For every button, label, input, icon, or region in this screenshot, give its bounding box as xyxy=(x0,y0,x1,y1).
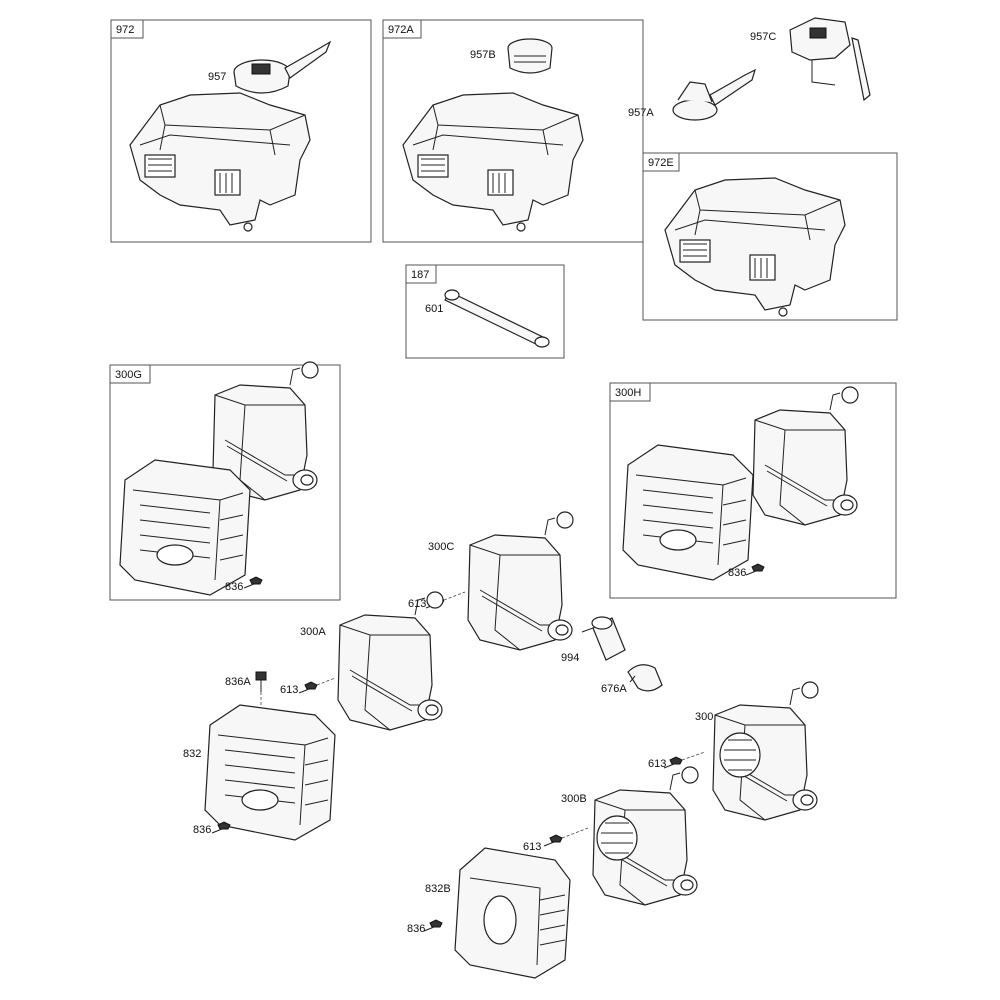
label-836A: 836A xyxy=(225,676,251,688)
clamp-676A xyxy=(627,664,663,692)
label-957: 957 xyxy=(208,71,226,83)
fuel-line-601 xyxy=(444,289,550,348)
guard-832 xyxy=(204,704,336,841)
label-300C: 300C xyxy=(428,541,454,553)
label-300: 300 xyxy=(695,711,713,723)
label-836-300H: 836 xyxy=(728,567,746,579)
spark-arrestor-994 xyxy=(581,616,626,661)
guard-300H xyxy=(622,444,754,581)
assembly-187: 187 601 xyxy=(405,264,565,359)
label-836-832B: 836 xyxy=(407,923,425,935)
screw-613-300A xyxy=(298,681,318,694)
fuel-cap-957B xyxy=(507,38,553,74)
muffler-300 xyxy=(712,681,819,821)
guard-832B xyxy=(454,847,571,979)
screw-836A xyxy=(255,671,267,705)
assembly-972A: 972A 957B xyxy=(382,19,644,243)
muffler-300B xyxy=(592,766,699,906)
screw-613-300 xyxy=(663,756,683,769)
box-label-972E: 972E xyxy=(648,157,674,169)
fuel-tank-972A xyxy=(402,92,584,232)
label-601: 601 xyxy=(425,303,443,315)
label-832B: 832B xyxy=(425,883,451,895)
box-label-187: 187 xyxy=(411,269,429,281)
muffler-300C xyxy=(467,511,574,651)
fuel-tank-972E xyxy=(664,177,846,317)
muffler-300A xyxy=(337,591,444,731)
label-994: 994 xyxy=(561,652,579,664)
muffler-300H xyxy=(752,386,859,526)
assembly-972: 972 957 xyxy=(110,19,372,243)
assembly-300G: 300G 836 xyxy=(109,361,341,601)
assembly-972E: 972E xyxy=(642,152,898,321)
label-300B: 300B xyxy=(561,793,587,805)
screw-836-832B xyxy=(423,919,443,932)
fuel-cap-957 xyxy=(233,40,332,94)
box-label-300H: 300H xyxy=(615,387,641,399)
assembly-300H: 300H 836 xyxy=(609,382,897,599)
box-label-972: 972 xyxy=(116,24,134,36)
fuel-tank-972 xyxy=(129,92,311,232)
label-300A: 300A xyxy=(300,626,326,638)
label-613-300: 613 xyxy=(648,758,666,770)
label-836-300G: 836 xyxy=(225,581,243,593)
box-label-300G: 300G xyxy=(115,369,142,381)
screw-836-300G xyxy=(243,576,263,589)
label-836-832: 836 xyxy=(193,824,211,836)
screw-613-300B xyxy=(543,834,563,847)
fuel-cap-957C xyxy=(789,17,871,102)
guard-300G xyxy=(119,459,251,596)
label-957B: 957B xyxy=(470,49,496,61)
label-613-300A: 613 xyxy=(280,684,298,696)
screw-836-300H xyxy=(745,563,765,576)
label-832: 832 xyxy=(183,748,201,760)
label-613-300B: 613 xyxy=(523,841,541,853)
label-957A: 957A xyxy=(628,107,654,119)
fuel-cap-957A xyxy=(672,68,756,121)
label-957C: 957C xyxy=(750,31,776,43)
box-label-972A: 972A xyxy=(388,24,414,36)
screw-836-832 xyxy=(211,821,231,834)
label-676A: 676A xyxy=(601,683,627,695)
